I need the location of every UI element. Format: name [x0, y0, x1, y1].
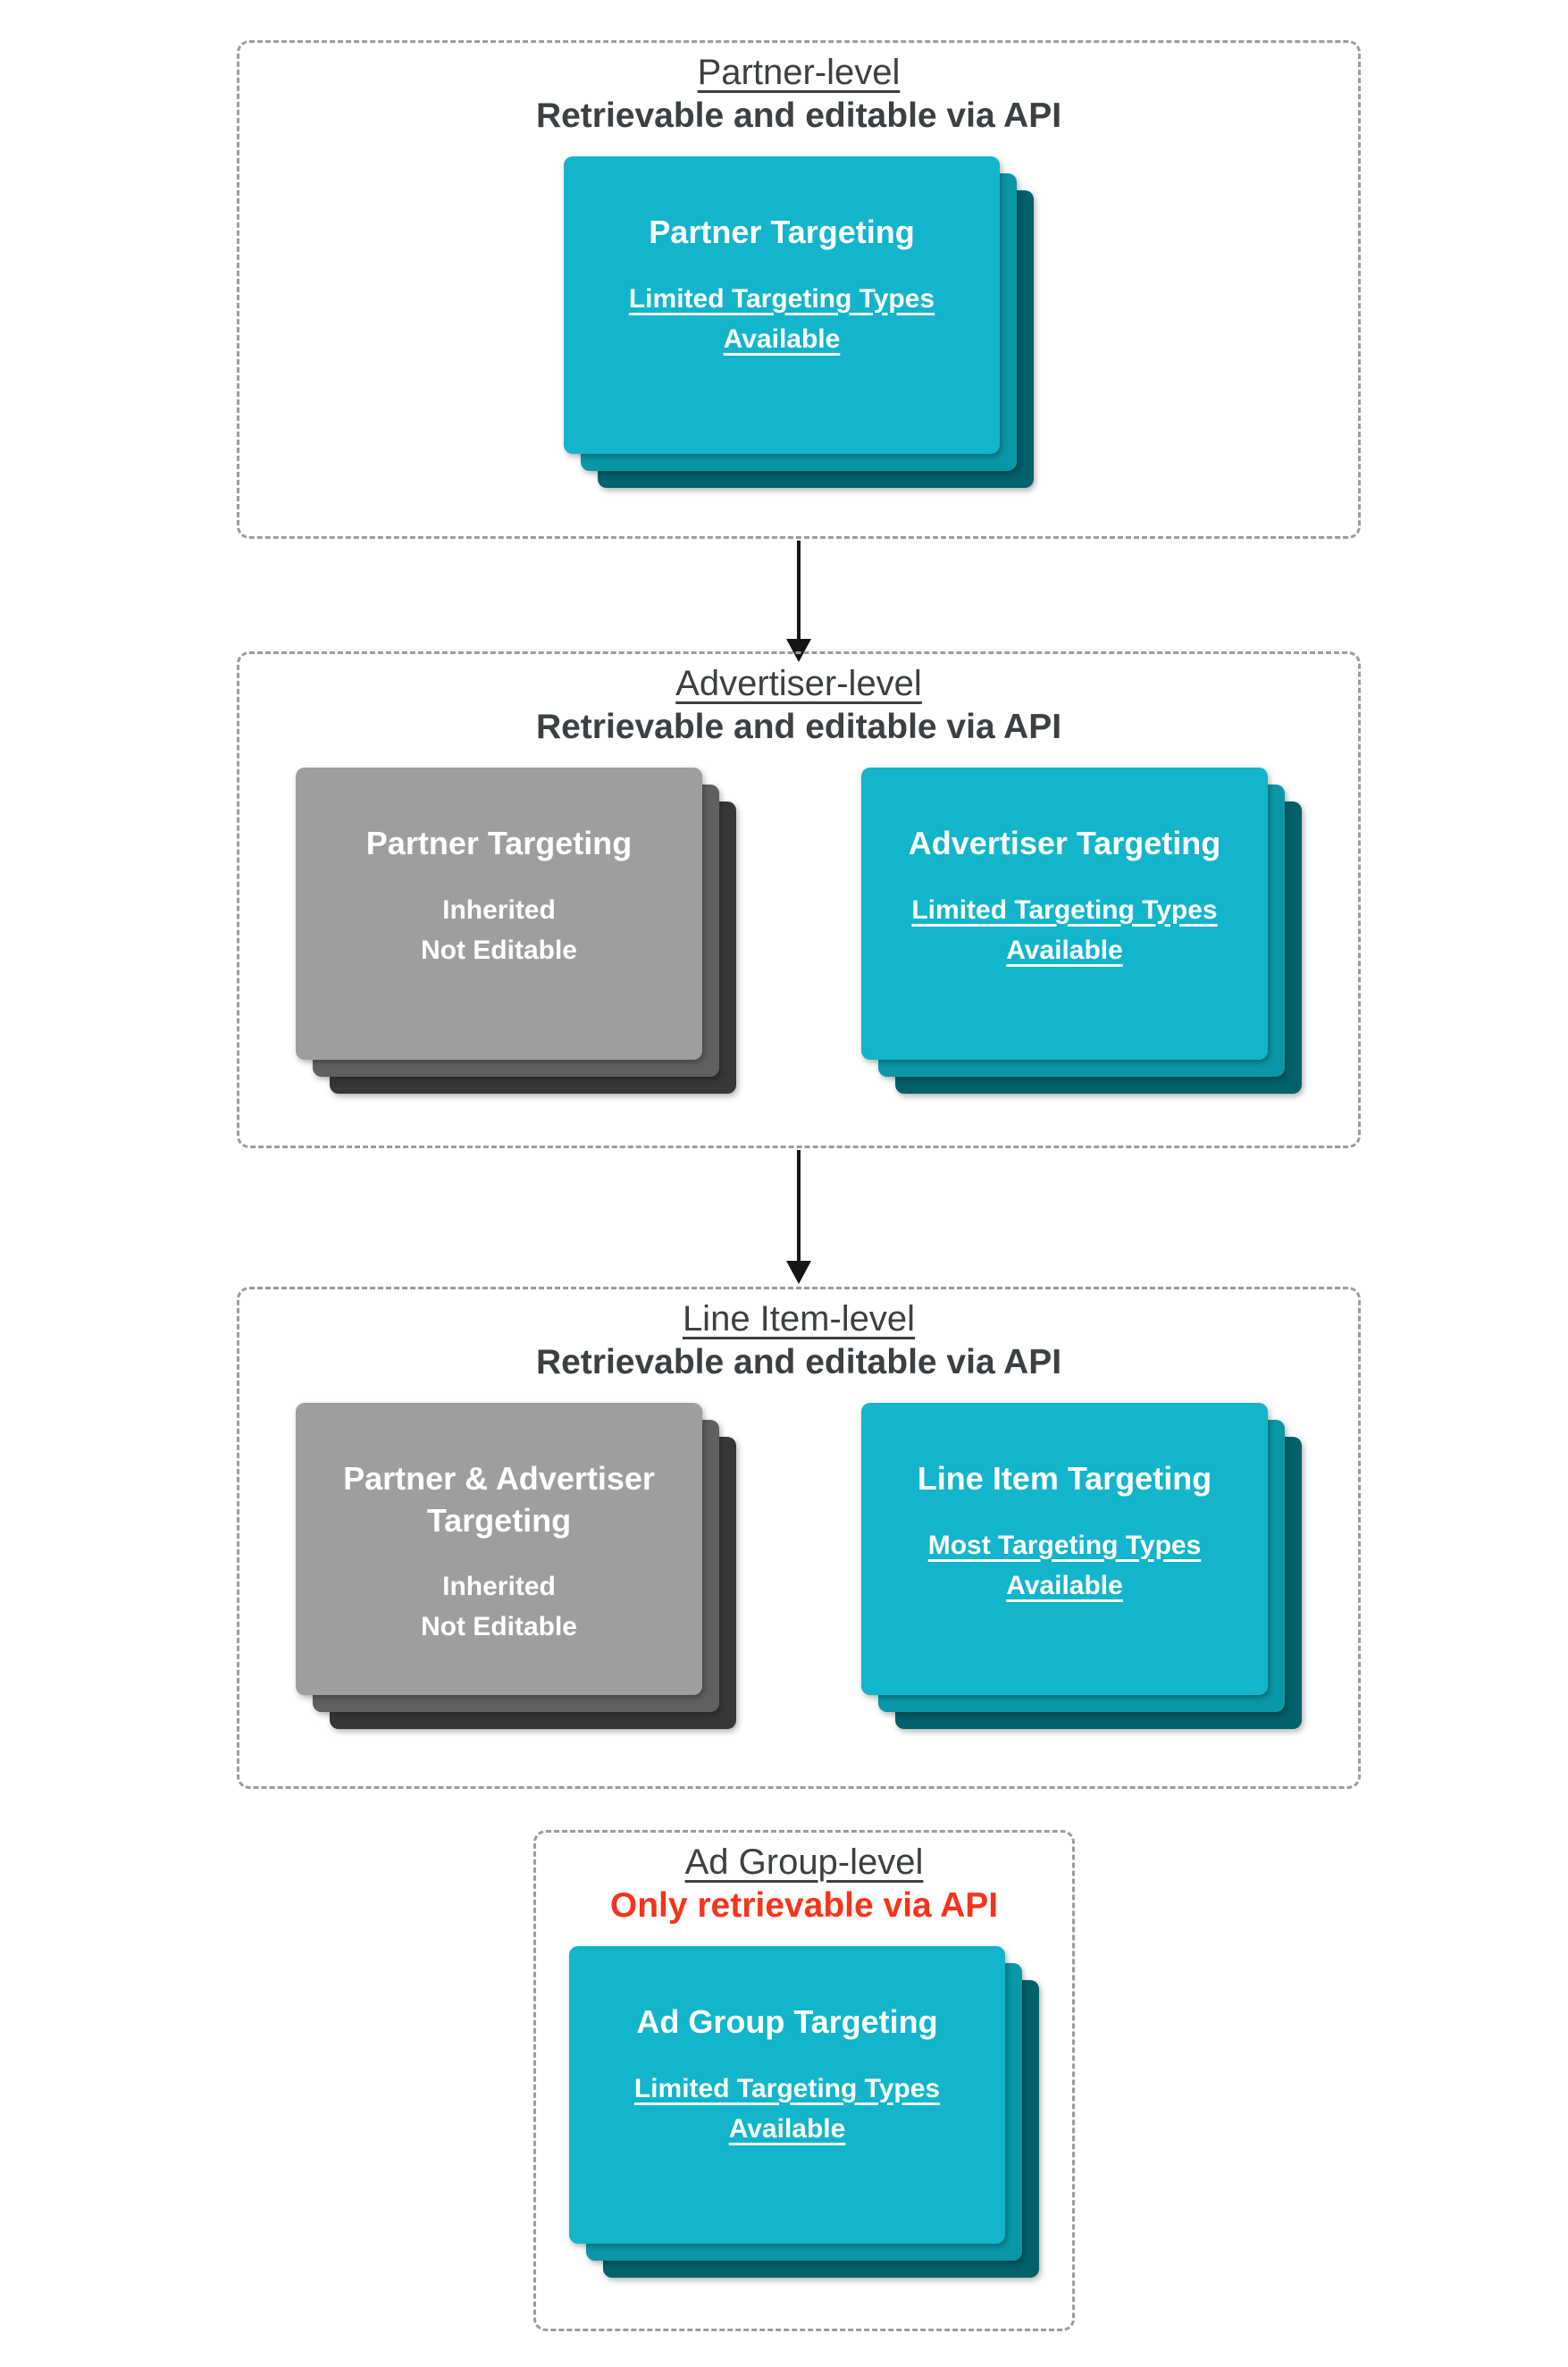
cards-row: Ad Group Targeting Limited Targeting Typ…	[536, 1945, 1072, 2278]
card-inherited-partner-advertiser-targeting: Partner & Advertiser Targeting Inherited…	[296, 1402, 736, 1729]
section-partner-level: Partner-level Retrievable and editable v…	[237, 40, 1361, 539]
flow-arrow-down-2	[786, 1150, 811, 1284]
arrowhead-icon	[786, 1261, 811, 1284]
card-inherited-partner-targeting: Partner Targeting Inherited Not Editable	[296, 767, 736, 1094]
section-subtitle: Retrievable and editable via API	[535, 97, 1062, 135]
cards-row: Partner & Advertiser Targeting Inherited…	[239, 1402, 1358, 1729]
card-title: Partner Targeting	[365, 824, 633, 861]
card-front: Partner Targeting Limited Targeting Type…	[564, 155, 1000, 454]
section-subtitle-only-retrievable: Only retrievable via API	[609, 1886, 999, 1925]
card-body: Inherited Not Editable	[420, 1572, 577, 1642]
card-front: Partner Targeting Inherited Not Editable	[296, 767, 702, 1060]
section-subtitle: Retrievable and editable via API	[535, 1343, 1062, 1381]
card-ad-group-targeting: Ad Group Targeting Limited Targeting Typ…	[569, 1945, 1039, 2278]
card-advertiser-targeting: Advertiser Targeting Limited Targeting T…	[861, 767, 1302, 1094]
card-body: Inherited Not Editable	[420, 894, 577, 965]
section-title: Partner-level	[697, 53, 901, 92]
card-line-item-targeting: Line Item Targeting Most Targeting Types…	[861, 1402, 1302, 1729]
card-partner-targeting: Partner Targeting Limited Targeting Type…	[564, 155, 1034, 488]
card-title: Partner Targeting	[649, 213, 915, 250]
card-front: Partner & Advertiser Targeting Inherited…	[296, 1402, 702, 1695]
section-title: Advertiser-level	[675, 664, 922, 703]
section-ad-group-level: Ad Group-level Only retrievable via API …	[533, 1830, 1075, 2331]
cards-row: Partner Targeting Inherited Not Editable…	[239, 767, 1358, 1094]
card-title: Partner & Advertiser Targeting	[343, 1459, 655, 1539]
card-front: Ad Group Targeting Limited Targeting Typ…	[569, 1945, 1005, 2244]
card-body: Limited Targeting Types Available	[911, 894, 1218, 965]
cards-row: Partner Targeting Limited Targeting Type…	[239, 155, 1358, 488]
section-advertiser-level: Advertiser-level Retrievable and editabl…	[237, 651, 1361, 1148]
card-body: Limited Targeting Types Available	[633, 2073, 941, 2144]
arrowhead-icon	[786, 639, 811, 662]
card-front: Advertiser Targeting Limited Targeting T…	[861, 767, 1268, 1060]
card-title: Line Item Targeting	[917, 1459, 1212, 1497]
card-body: Limited Targeting Types Available	[628, 283, 935, 354]
card-front: Line Item Targeting Most Targeting Types…	[861, 1402, 1268, 1695]
section-title: Ad Group-level	[684, 1842, 924, 1882]
flow-arrow-down-1	[786, 541, 811, 662]
card-title: Advertiser Targeting	[908, 824, 1221, 861]
card-title: Ad Group Targeting	[636, 2002, 938, 2040]
card-body: Most Targeting Types Available	[927, 1530, 1202, 1600]
section-line-item-level: Line Item-level Retrievable and editable…	[237, 1287, 1361, 1789]
section-subtitle: Retrievable and editable via API	[535, 708, 1062, 746]
section-title: Line Item-level	[682, 1299, 916, 1339]
